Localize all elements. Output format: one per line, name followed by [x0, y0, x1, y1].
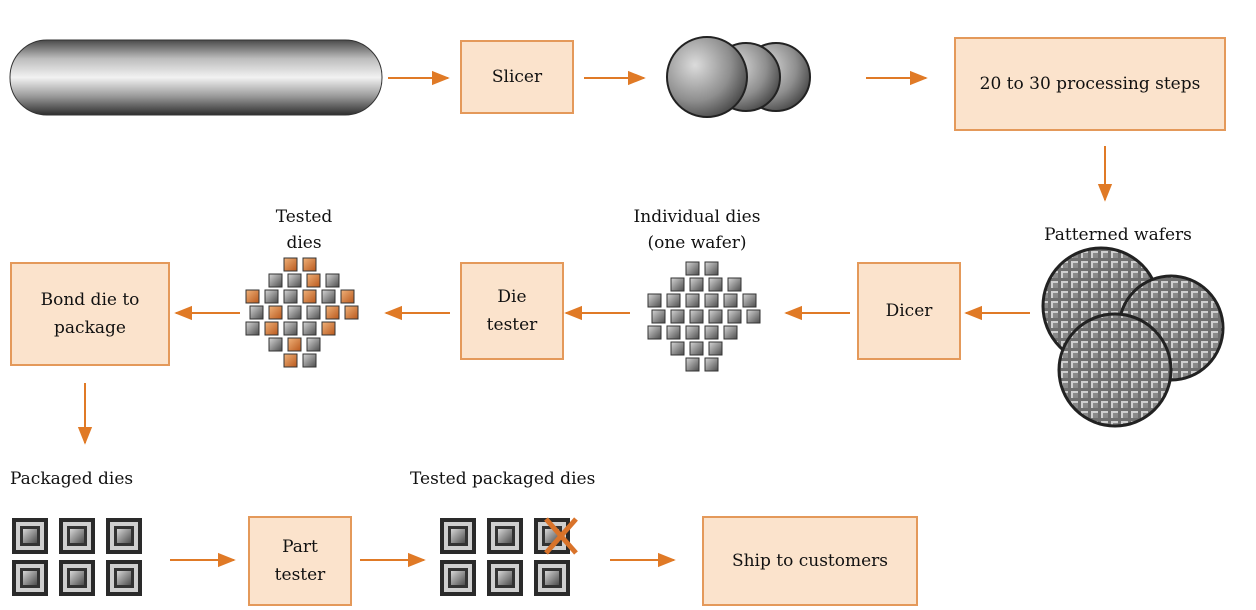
die	[670, 341, 685, 356]
failed-die	[325, 305, 340, 320]
die	[666, 293, 681, 308]
individual-dies-label: Individual dies (one wafer)	[633, 207, 761, 253]
packaged-dies-label: Packaged dies	[10, 469, 134, 489]
bond-die-box: Bond die to package	[10, 262, 170, 366]
die	[647, 325, 662, 340]
die	[704, 325, 719, 340]
die	[249, 305, 264, 320]
slicer-box: Slicer	[460, 40, 574, 114]
die	[670, 277, 685, 292]
packaged-die-icon	[440, 518, 570, 596]
die	[268, 337, 283, 352]
die	[325, 273, 340, 288]
failed-die	[287, 337, 302, 352]
die	[666, 325, 681, 340]
patterned-wafers-icon	[1041, 246, 1225, 428]
die	[283, 321, 298, 336]
die	[685, 261, 700, 276]
dicer-box: Dicer	[857, 262, 961, 360]
failed-die	[306, 273, 321, 288]
packaged-die-icon	[12, 518, 142, 596]
patterned-wafers-label: Patterned wafers	[1044, 225, 1192, 245]
packaged-die	[12, 560, 48, 596]
blank-wafers-icon	[666, 36, 811, 118]
ship-to-customers-box: Ship to customers	[702, 516, 918, 606]
failed-die	[302, 289, 317, 304]
packaged-die	[59, 518, 95, 554]
packaged-die	[534, 560, 570, 596]
die	[746, 309, 761, 324]
die	[723, 293, 738, 308]
packaged-die	[440, 518, 476, 554]
die	[704, 261, 719, 276]
packaged-die	[12, 518, 48, 554]
die	[245, 321, 260, 336]
die	[306, 337, 321, 352]
die	[685, 357, 700, 372]
die	[264, 289, 279, 304]
packaged-die	[59, 560, 95, 596]
die	[268, 273, 283, 288]
die	[708, 277, 723, 292]
packaged-die	[487, 518, 523, 554]
die	[689, 277, 704, 292]
die	[685, 325, 700, 340]
die	[321, 289, 336, 304]
die	[727, 309, 742, 324]
failed-die	[321, 321, 336, 336]
failed-die	[302, 257, 317, 272]
die	[727, 277, 742, 292]
die-grid-icon	[245, 257, 359, 368]
reject-x-icon	[544, 517, 578, 555]
die-grid-icon	[647, 261, 761, 372]
part-tester-box: Part tester	[248, 516, 352, 606]
silicon-ingot-icon	[9, 39, 383, 116]
failed-die	[245, 289, 260, 304]
failed-die	[264, 321, 279, 336]
packaged-die	[106, 518, 142, 554]
processing-steps-box: 20 to 30 processing steps	[954, 37, 1226, 131]
die	[287, 305, 302, 320]
die	[685, 293, 700, 308]
die	[708, 309, 723, 324]
tested-packaged-dies-label: Tested packaged dies	[410, 469, 596, 489]
failed-die	[283, 353, 298, 368]
packaged-die	[440, 560, 476, 596]
failed-die	[283, 257, 298, 272]
die	[302, 353, 317, 368]
die	[306, 305, 321, 320]
failed-die	[268, 305, 283, 320]
packaged-die	[487, 560, 523, 596]
die	[689, 341, 704, 356]
die	[287, 273, 302, 288]
die	[283, 289, 298, 304]
die	[742, 293, 757, 308]
die	[647, 293, 662, 308]
die-tester-box: Die tester	[460, 262, 564, 360]
die	[708, 341, 723, 356]
die	[670, 309, 685, 324]
die	[689, 309, 704, 324]
tested-dies-label: Tested dies	[275, 207, 333, 253]
packaged-die	[106, 560, 142, 596]
die	[302, 321, 317, 336]
die	[651, 309, 666, 324]
failed-die	[340, 289, 355, 304]
die	[704, 357, 719, 372]
die	[704, 293, 719, 308]
failed-die	[344, 305, 359, 320]
die	[723, 325, 738, 340]
flow-arrows	[77, 70, 1113, 568]
